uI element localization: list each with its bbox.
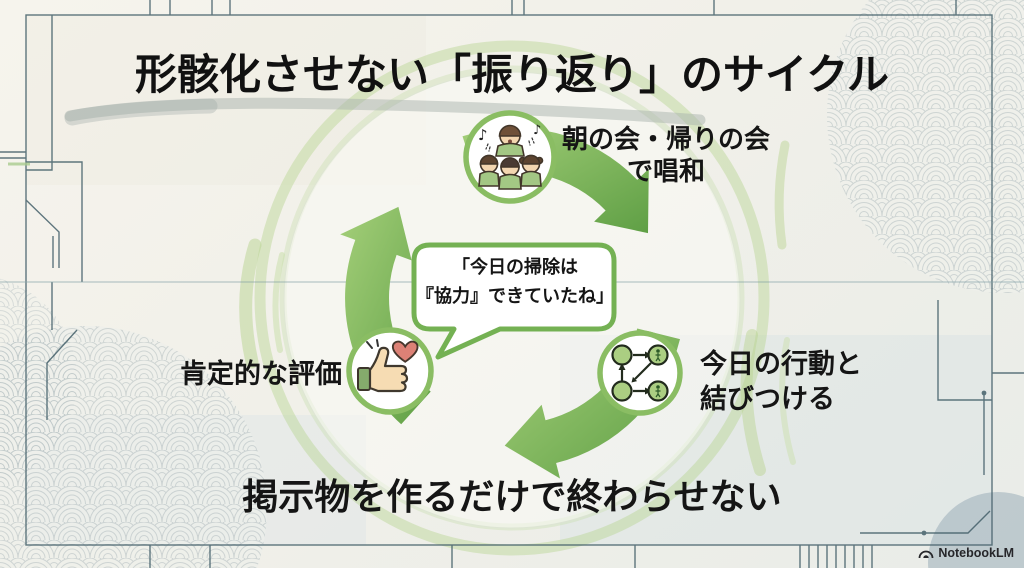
action-flowchart-icon	[611, 344, 669, 402]
node-label-praise: 肯定的な評価	[180, 359, 342, 389]
corner-blob	[928, 492, 1024, 568]
thumbs-up-heart-icon	[357, 339, 419, 393]
svg-text:♪: ♪	[533, 123, 541, 138]
slide-title: 形骸化させない「振り返り」のサイクル	[135, 51, 889, 98]
singing-group-icon: ♪ ♪	[478, 123, 544, 190]
svg-text:♪: ♪	[478, 126, 488, 144]
footer-message: 掲示物を作るだけで終わらせない	[242, 476, 782, 517]
speech-bubble	[411, 242, 617, 360]
credit-label: NotebookLM	[938, 546, 1014, 560]
credit-badge: NotebookLM	[918, 546, 1014, 560]
notebooklm-logo-icon	[918, 550, 934, 559]
node-label-chant: 朝の会・帰りの会 で唱和	[561, 124, 770, 186]
cycle-diagram: ♪ ♪	[340, 110, 683, 479]
brush-strokes	[64, 97, 796, 476]
speech-bubble-text: 「今日の掃除は 『協力』できていたね」	[416, 257, 614, 306]
node-label-action: 今日の行動と 結びつける	[700, 349, 862, 414]
